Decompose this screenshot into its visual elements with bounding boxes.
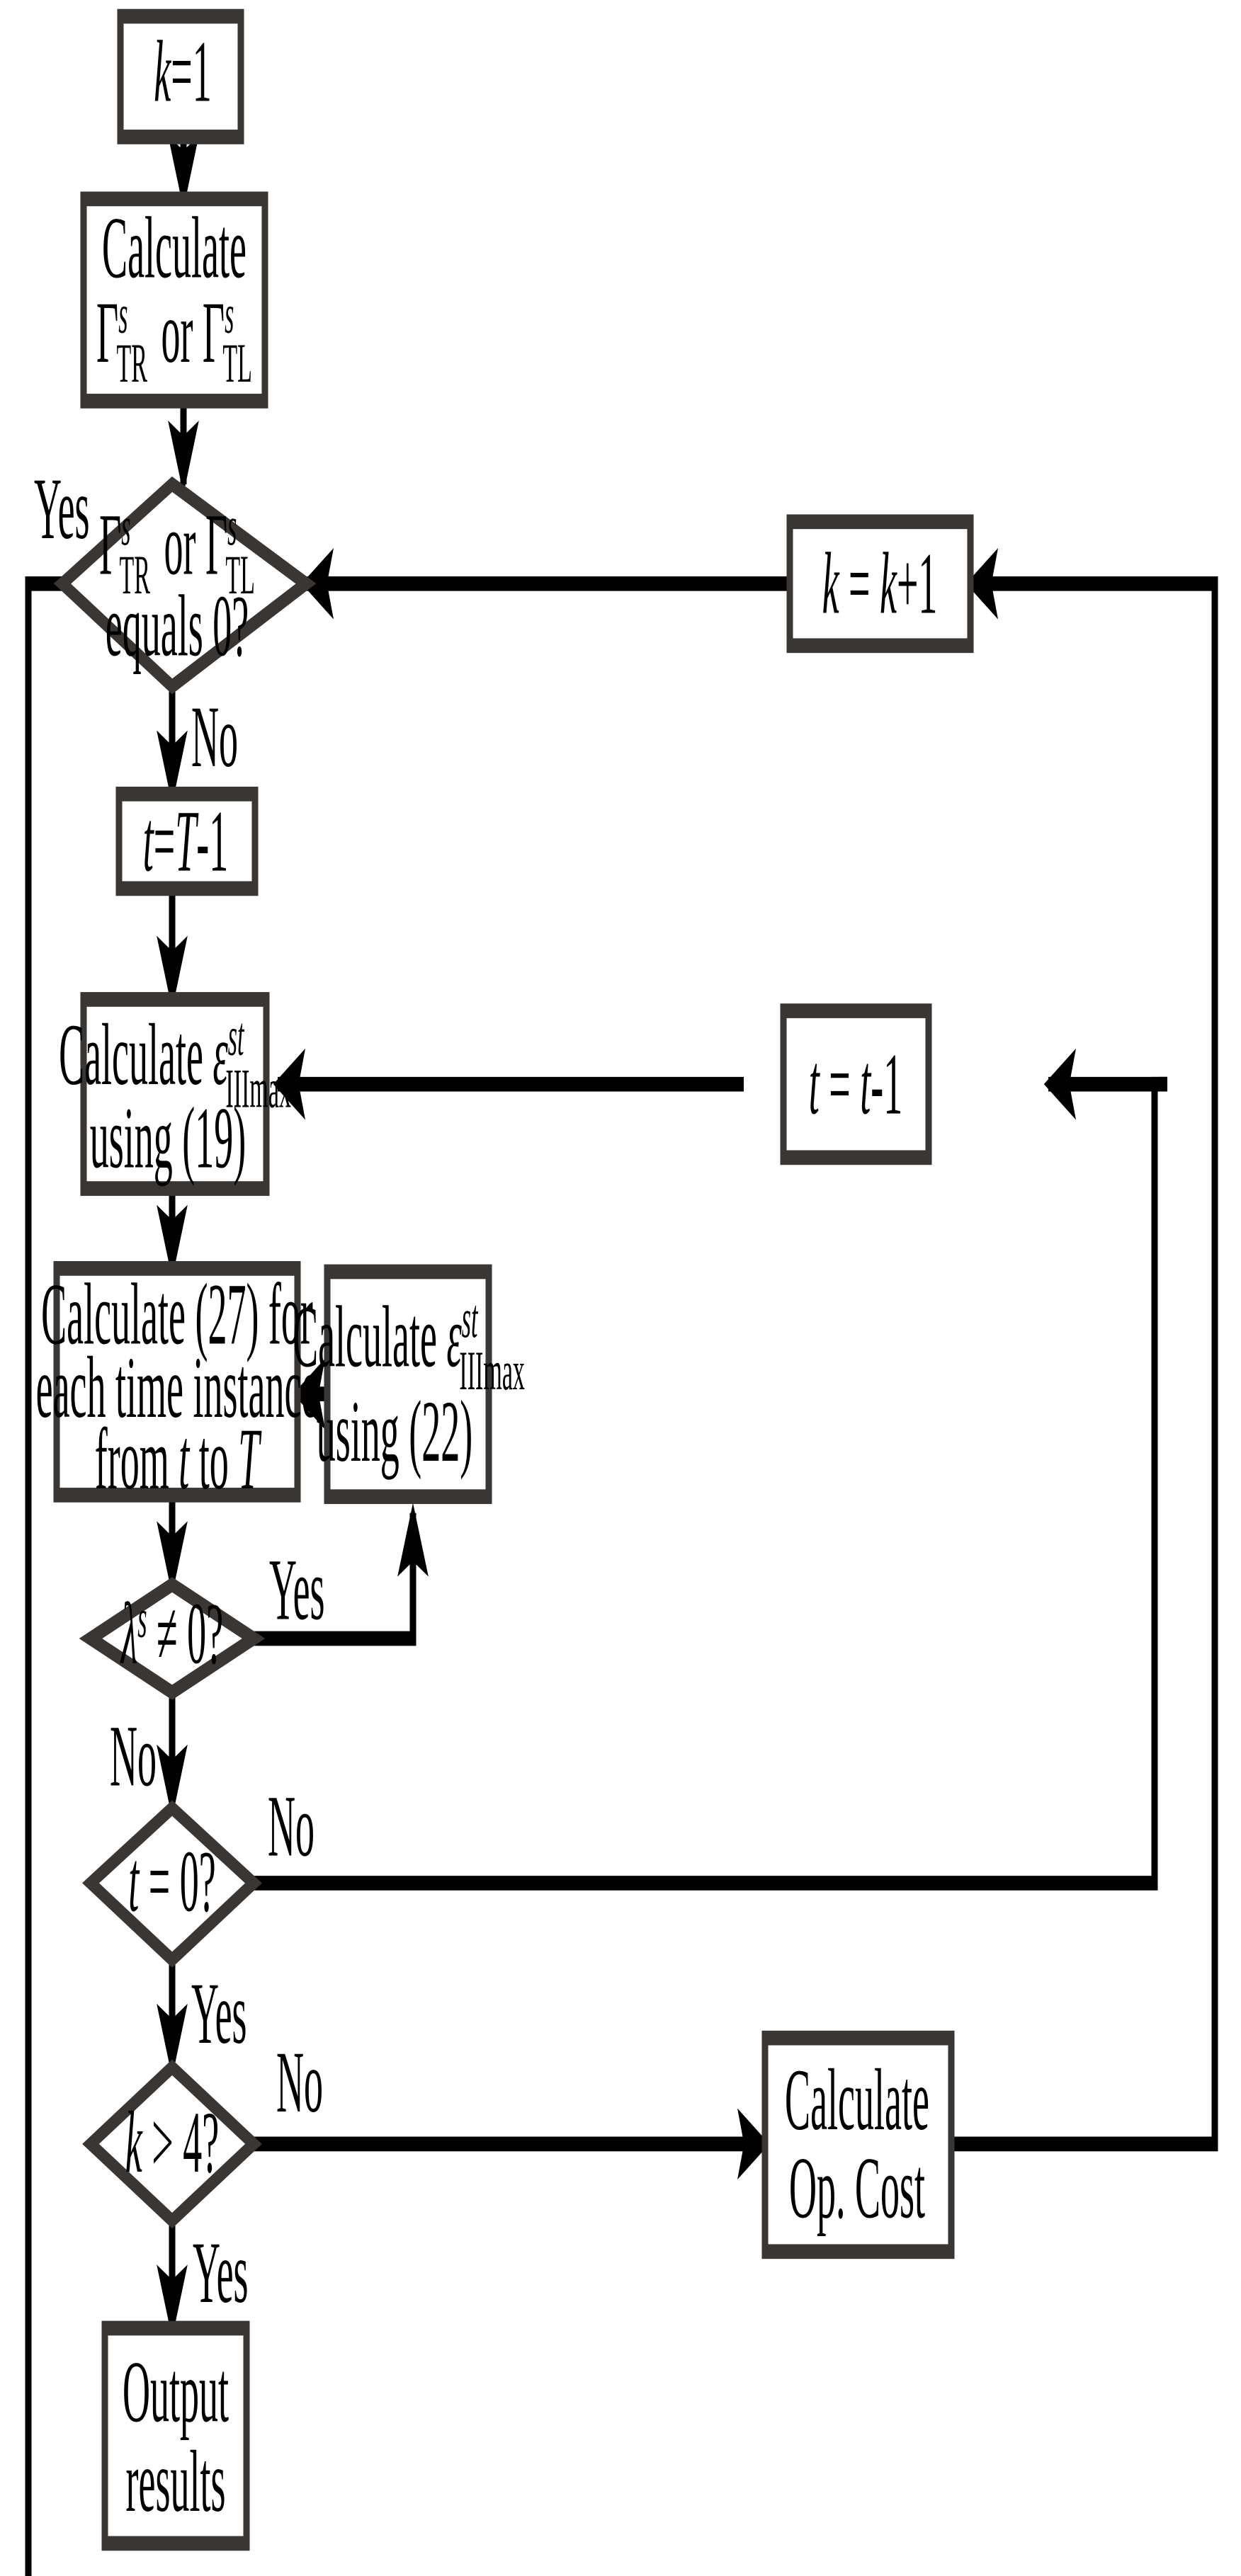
node-calc-eps22-line2: using (22) [317, 1383, 472, 1480]
node-t-zero-text: t = 0? [128, 1833, 215, 1930]
node-t-init-text: t=T-1 [143, 792, 228, 889]
edge-label-t-zero-yes: Yes [191, 1965, 247, 2062]
edge-label-t-zero-no: No [268, 1777, 314, 1874]
node-gamma-zero-decision[interactable] [53, 476, 317, 695]
node-calc27-line3: from t to T [95, 1410, 262, 1508]
node-k-gt4-decision[interactable] [82, 2059, 262, 2229]
node-calc-eps19-line2: using (19) [90, 1089, 246, 1186]
node-lambda-decision[interactable] [79, 1577, 266, 1700]
node-calc27[interactable] [53, 1261, 301, 1503]
edge-label-lambda-yes: Yes [269, 1541, 325, 1638]
edge-label-k-gt4-no: No [276, 2034, 323, 2131]
node-output-line2: results [126, 2433, 226, 2530]
node-k-incr-text: k = k+1 [822, 535, 938, 632]
edge-opcost-to-k-incr-rail [951, 548, 1218, 2152]
node-calc-opcost-line1: Calculate [785, 2051, 929, 2148]
edge-label-gamma-no: No [191, 688, 238, 785]
node-t-decr[interactable] [780, 1003, 932, 1166]
node-lambda-text: λs ≠ 0? [120, 1585, 223, 1682]
node-t-init[interactable] [115, 786, 259, 896]
node-calc-opcost[interactable] [761, 2030, 955, 2259]
node-t-decr-text: t = t-1 [809, 1035, 902, 1132]
node-calc27-line1: Calculate (27) for [41, 1265, 313, 1362]
edge-label-lambda-no: No [110, 1707, 157, 1804]
node-calc-gamma-line1: Calculate [102, 199, 246, 296]
node-calc27-line2: each time instance [36, 1339, 319, 1436]
node-calc-eps22[interactable] [324, 1264, 492, 1505]
node-k-incr[interactable] [786, 514, 974, 654]
edge-gamma-yes-to-output [25, 576, 62, 2576]
edge-lambda-yes-to-eps22 [254, 1503, 429, 1646]
node-init[interactable] [117, 8, 244, 144]
node-output-line1: Output [123, 2343, 229, 2440]
node-output[interactable] [101, 2320, 250, 2551]
node-calc-opcost-line2: Op. Cost [789, 2139, 925, 2236]
node-t-zero-decision[interactable] [81, 1800, 263, 1968]
node-gamma-zero-line2: equals 0? [106, 577, 249, 674]
edge-label-gamma-yes: Yes [34, 460, 90, 557]
node-calc-gamma[interactable] [80, 191, 268, 409]
node-calc-eps19[interactable] [80, 992, 270, 1196]
node-init-text: k=1 [154, 23, 211, 120]
node-k-gt4-text: k > 4? [125, 2094, 219, 2191]
edge-label-k-gt4-yes: Yes [193, 2224, 249, 2321]
